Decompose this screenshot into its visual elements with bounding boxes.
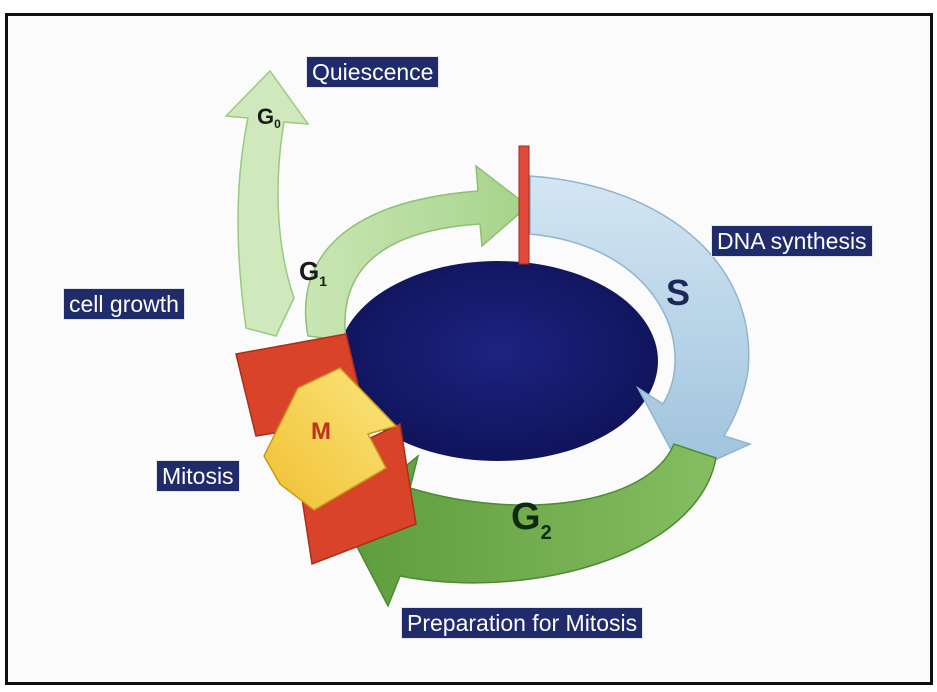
m-phase-label: M [311, 418, 331, 445]
diagram-frame: G0 G1 S G2 M Quiescence DNA synthesis ce… [5, 13, 933, 685]
preparation-for-mitosis-label: Preparation for Mitosis [401, 607, 643, 639]
cell-growth-label: cell growth [63, 288, 185, 320]
cell-cycle-diagram: G0 G1 S G2 M [8, 16, 930, 682]
checkpoint-bar [519, 146, 529, 264]
dna-synthesis-label: DNA synthesis [711, 225, 873, 257]
quiescence-label: Quiescence [306, 56, 439, 88]
s-phase-label: S [666, 272, 690, 313]
mitosis-label: Mitosis [156, 460, 240, 492]
